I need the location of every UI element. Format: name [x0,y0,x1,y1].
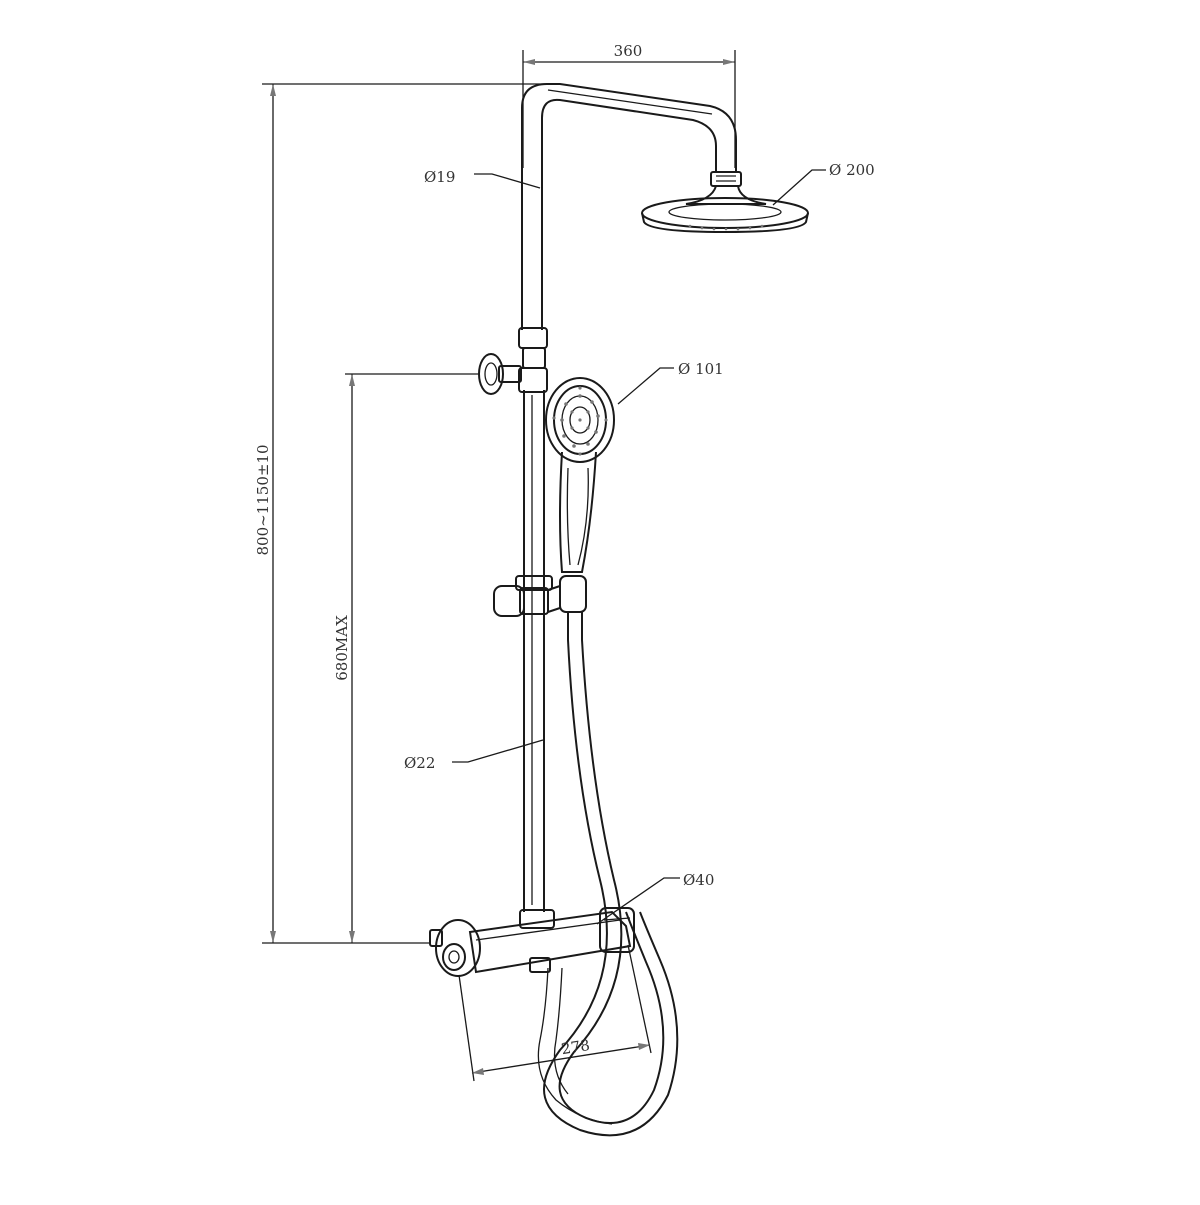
thermostatic-valve [429,907,635,977]
label-total-height: 800~1150±10 [254,444,272,555]
dimension-lines [262,50,736,1082]
leader-lines [452,169,826,925]
pipe-connector [518,327,548,393]
label-valve-diameter: Ø40 [683,871,714,889]
label-top-arm-width: 360 [614,42,643,60]
label-slide-rail-height: 680MAX [333,615,351,681]
label-valve-width: 278 [560,1036,591,1058]
label-overhead-diameter: Ø 200 [829,161,875,179]
overhead-shower [641,171,809,234]
label-top-pipe-diameter: Ø19 [424,168,455,186]
label-hand-shower-diameter: Ø 101 [678,360,724,378]
label-lower-pipe-diameter: Ø22 [404,754,435,772]
hand-shower [545,377,615,573]
hose [537,612,679,1137]
riser-pipe [521,83,737,912]
hand-shower-holder [493,575,587,617]
dimension-labels: 360 Ø 200 Ø19 Ø 101 800~1150±10 680MAX Ø… [254,42,875,1058]
wall-bracket [478,353,522,395]
